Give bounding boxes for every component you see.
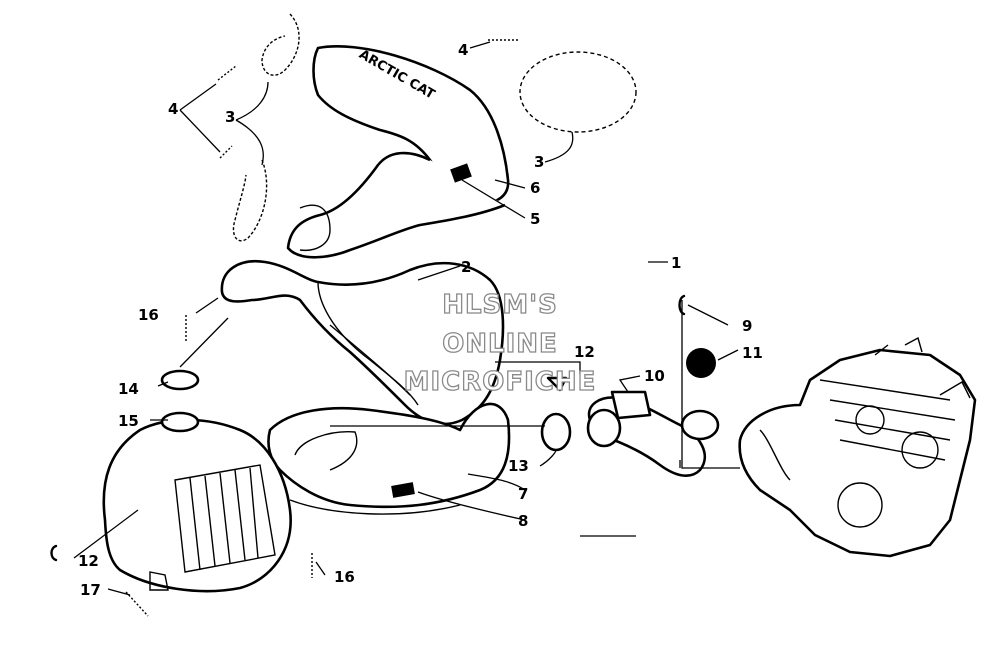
callout-13: 13 [508, 457, 529, 475]
exhaust-manifold [586, 390, 720, 478]
callout-14: 14 [118, 380, 139, 398]
leader-lines [73, 41, 740, 596]
clip-12-left [50, 544, 58, 562]
spring-small-4a [217, 65, 237, 81]
callout-8: 8 [518, 512, 528, 530]
clamp-ring-3 [519, 51, 637, 133]
clip-12-mid [546, 376, 568, 392]
clip-9 [678, 294, 686, 316]
spring-small-4b [219, 145, 233, 159]
heat-shield-lower [267, 402, 511, 515]
callout-2: 2 [461, 258, 471, 276]
callout-4-left: 4 [168, 100, 178, 118]
decal-8 [391, 482, 415, 498]
spring-17 [125, 591, 149, 617]
callout-17: 17 [80, 581, 101, 599]
callout-4-top: 4 [458, 41, 468, 59]
decal-5 [450, 163, 472, 183]
callout-11: 11 [742, 344, 763, 362]
plug-11 [686, 348, 716, 378]
heat-shield-upper: ARCTIC CAT [286, 45, 510, 259]
callout-16-top: 16 [138, 306, 159, 324]
callout-16-bottom: 16 [334, 568, 355, 586]
callout-12-left: 12 [78, 552, 99, 570]
callout-1: 1 [671, 254, 681, 272]
callout-3-right: 3 [534, 153, 544, 171]
expansion-chamber [220, 259, 505, 426]
callout-6: 6 [530, 179, 540, 197]
callout-15: 15 [118, 412, 139, 430]
callout-3-left: 3 [225, 108, 235, 126]
gasket-ring-14 [160, 369, 200, 391]
watermark-line-1: HLSM'S [442, 290, 558, 320]
watermark-line-3: MICROFICHE [404, 367, 597, 397]
engine [738, 336, 977, 558]
callout-labels: 1 2 3 3 4 4 5 6 7 8 9 10 11 12 12 13 14 … [78, 41, 763, 599]
watermark-line-2: ONLINE [442, 329, 558, 359]
callout-9: 9 [742, 317, 752, 335]
silencer [102, 411, 292, 593]
gasket-13 [540, 412, 572, 452]
spring-chain-top [261, 13, 300, 76]
callout-10: 10 [644, 367, 665, 385]
callout-7: 7 [518, 485, 528, 503]
callout-12-mid: 12 [574, 343, 595, 361]
callout-5: 5 [530, 210, 540, 228]
watermark: HLSM'S ONLINE MICROFICHE [403, 289, 597, 397]
spring-chain-lower [232, 159, 268, 242]
